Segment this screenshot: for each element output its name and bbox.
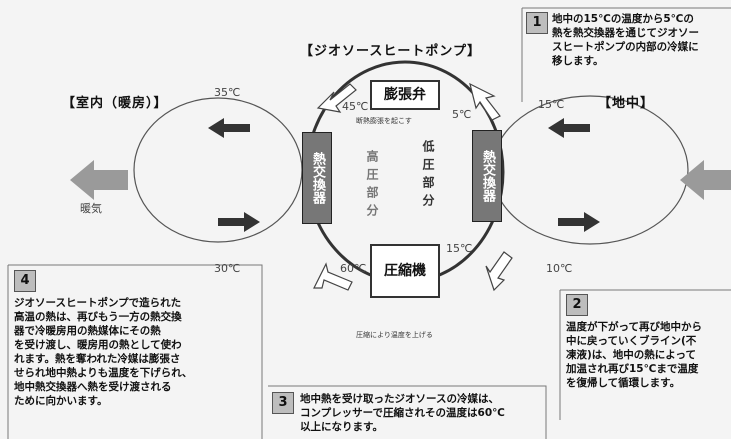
high-pressure-label: 高圧部分 (365, 150, 379, 222)
ground-label: 【地中】 (598, 96, 655, 111)
note3-text: 地中熱を受け取ったジオソースの冷媒は、 コンプレッサーで圧縮されその温度は60℃… (300, 393, 505, 433)
heat-exchanger-ground: 熱交換器 (472, 130, 502, 222)
expansion-valve-box: 膨張弁 (370, 80, 440, 110)
left-top-arrow (208, 118, 250, 138)
note4-number: 4 (14, 270, 36, 292)
compressor-caption: 圧縮により温度を上げる (356, 331, 433, 339)
note1-text: 地中の15℃の温度から5℃の 熱を熱交換器を通じてジオソー スヒートポンプの内部… (552, 13, 699, 67)
temp-left-bottom: 30℃ (214, 262, 241, 275)
note4-text: ジオソースヒートポンプで造られた 高温の熱は、再びもう一方の熱交換 器で冷暖房用… (14, 297, 193, 407)
temp-loop-top-right: 5℃ (452, 108, 472, 121)
flow-arrow-bottom-left (313, 262, 353, 291)
temp-left-top: 35℃ (214, 86, 241, 99)
heat-exchanger-indoor: 熱交換器 (302, 132, 332, 224)
note4-frame (8, 264, 263, 439)
ground-heat-arrow (680, 160, 731, 200)
note1-number: 1 (526, 12, 548, 34)
note3-number: 3 (272, 392, 294, 414)
temp-loop-bottom-right: 15℃ (446, 242, 473, 255)
temp-right-bottom: 10℃ (546, 262, 573, 275)
low-pressure-label: 低圧部分 (421, 140, 435, 212)
flow-arrow-top-left (316, 83, 357, 113)
right-bottom-arrow (558, 212, 600, 232)
temp-loop-bottom-left: 60℃ (340, 262, 367, 275)
temp-loop-top-left: 45℃ (342, 100, 369, 113)
flow-arrow-top-right (469, 82, 501, 121)
compressor-box: 圧縮機 (370, 244, 440, 298)
flow-arrow-bottom-right (485, 251, 513, 292)
warm-air-label: 暖気 (80, 202, 102, 215)
warm-air-arrow (70, 160, 128, 200)
right-top-arrow (548, 118, 590, 138)
temp-right-top: 15℃ (538, 98, 565, 111)
left-bottom-arrow (218, 212, 260, 232)
note2-number: 2 (566, 294, 588, 316)
diagram-title: 【ジオソースヒートポンプ】 (300, 44, 481, 59)
note3-frame (268, 385, 547, 439)
valve-caption: 断熱膨張を起こす (356, 117, 412, 125)
indoor-label: 【室内（暖房）】 (62, 96, 168, 111)
note2-text: 温度が下がって再び地中から 中に戻っていくブライン(不 凍液)は、地中の熱によっ… (566, 321, 702, 389)
